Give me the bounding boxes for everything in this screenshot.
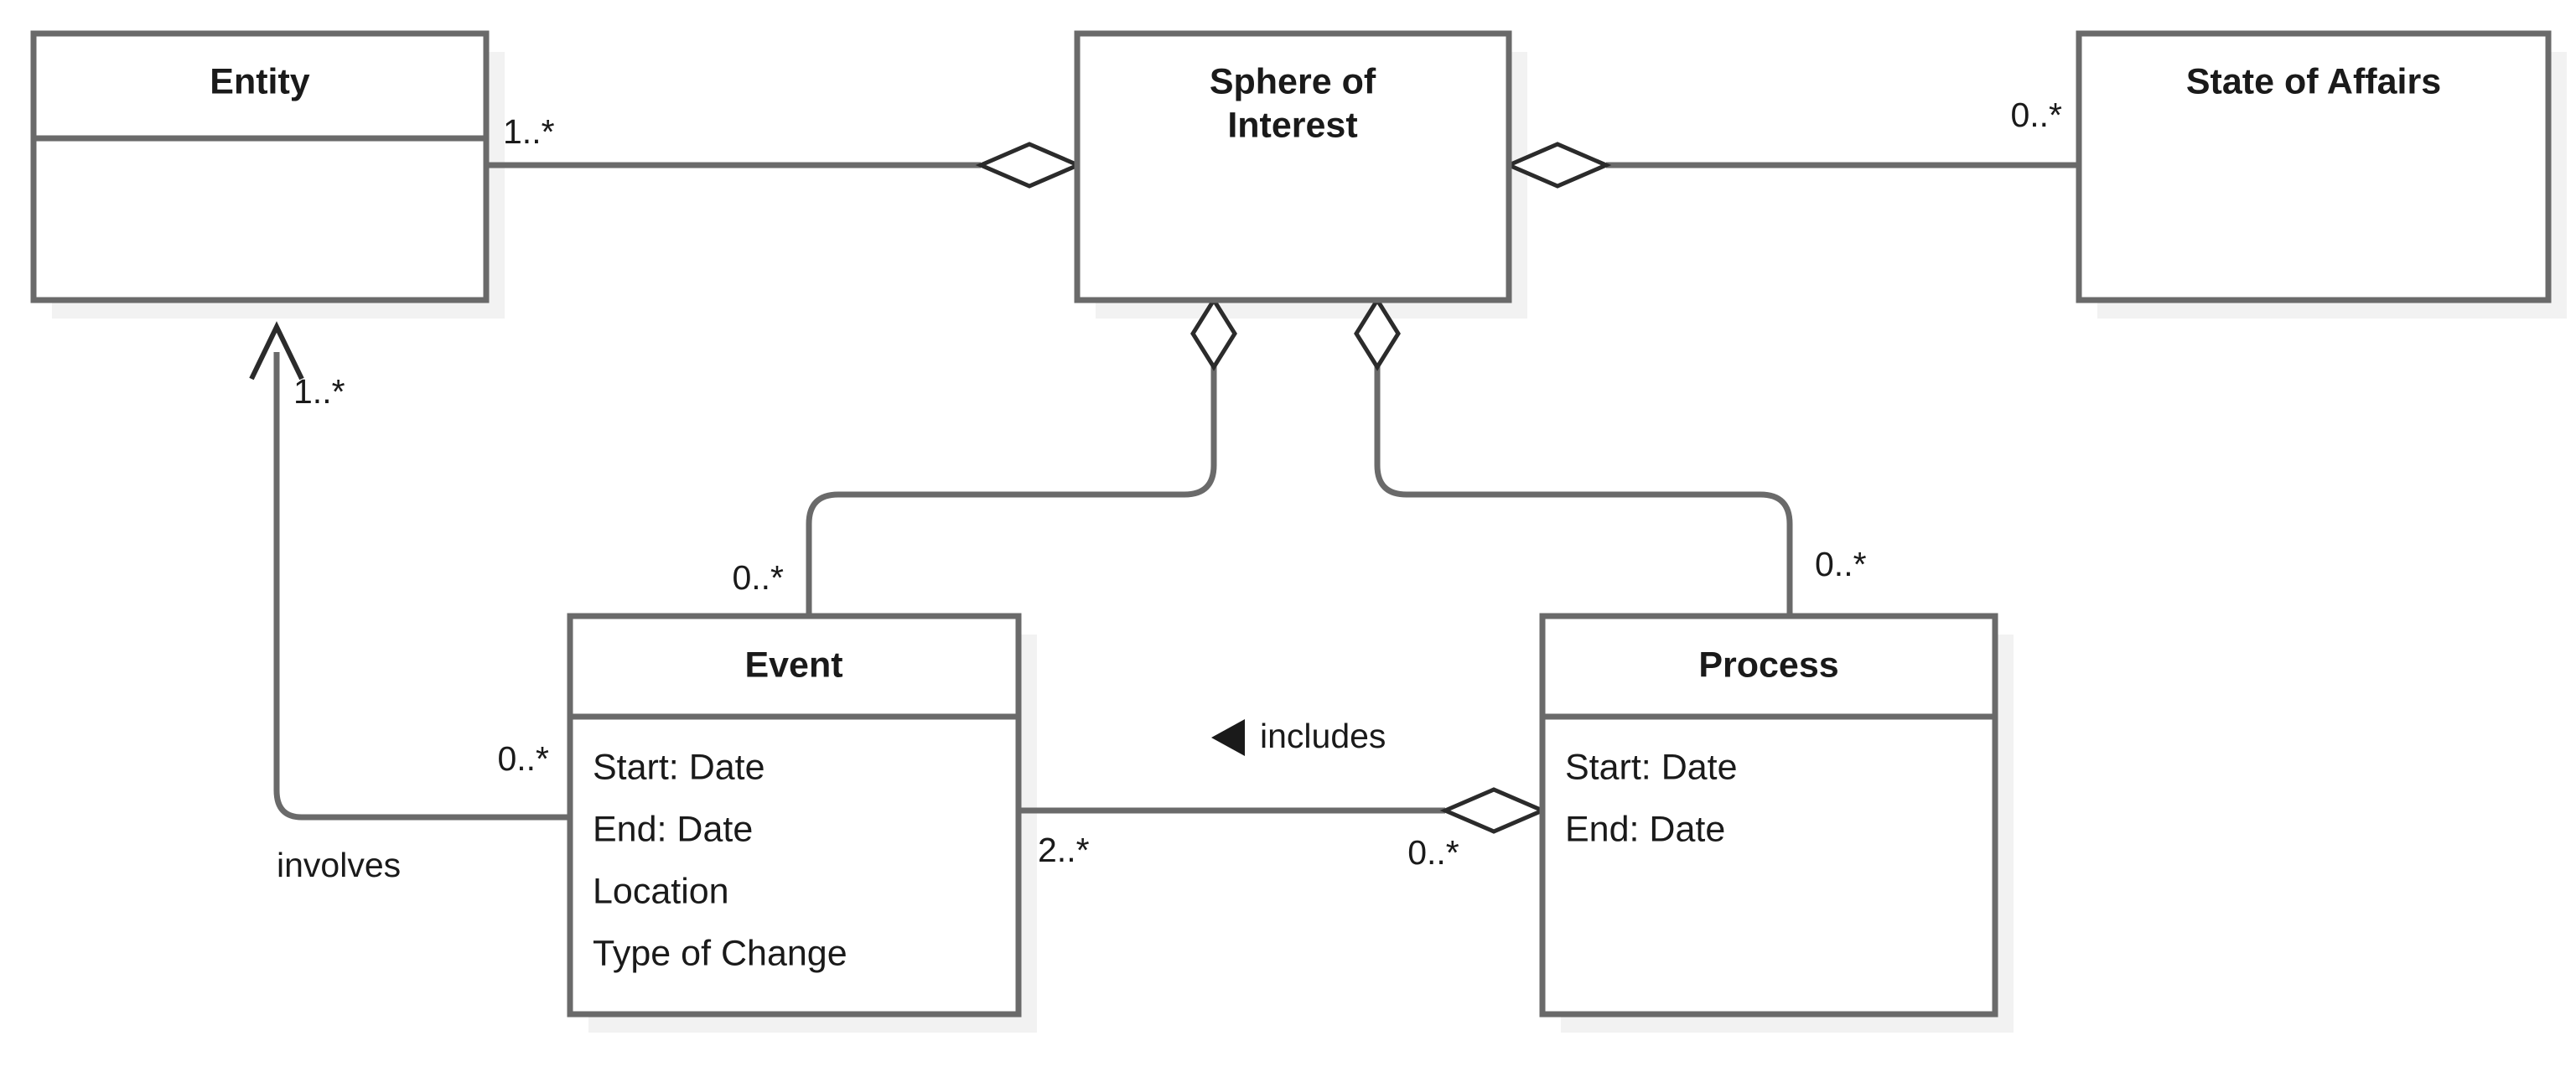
association-label-involves: involves: [277, 846, 401, 884]
class-name-state-of-affairs: State of Affairs: [2186, 61, 2441, 101]
association-sphere-event[interactable]: [806, 296, 1237, 616]
multiplicity-includes-target: 0..*: [1407, 833, 1459, 872]
association-sphere-process[interactable]: [1354, 296, 1793, 616]
entity-outline: [30, 30, 490, 303]
aggregation-diamond-sphere-state: [1503, 142, 1612, 189]
association-sphere-stateofaffairs[interactable]: [1503, 142, 2079, 189]
event-outline: [567, 613, 1022, 1018]
class-name-event: Event: [744, 645, 842, 685]
association-entity-sphere[interactable]: [486, 142, 1084, 189]
class-name-sphere-line1: Sphere of: [1210, 61, 1376, 101]
state-outline: [2076, 30, 2552, 303]
multiplicity-involves-target: 1..*: [293, 372, 345, 411]
class-box-state-of-affairs[interactable]: State of Affairs: [2076, 30, 2552, 303]
event-attribute-type-of-change: Type of Change: [593, 933, 847, 973]
event-attribute-start: Start: Date: [593, 747, 765, 787]
multiplicity-sphere-event-target: 0..*: [732, 558, 784, 597]
aggregation-diamond-sphere-event: [1190, 296, 1237, 371]
multiplicity-includes-source: 2..*: [1038, 831, 1090, 869]
event-attribute-end: End: Date: [593, 809, 753, 849]
edge-involves-line: [273, 352, 570, 821]
class-box-sphere-of-interest[interactable]: Sphere of Interest: [1074, 30, 1512, 303]
class-name-process: Process: [1698, 645, 1838, 685]
association-event-process-includes[interactable]: [1018, 787, 1548, 834]
multiplicity-sphere-state-target: 0..*: [2010, 96, 2062, 134]
process-attribute-start: Start: Date: [1565, 747, 1738, 787]
edge-sphere-process-line: [1374, 366, 1793, 616]
multiplicity-entity-sphere-source: 1..*: [503, 112, 555, 151]
class-box-entity[interactable]: Entity: [30, 30, 490, 303]
direction-triangle-icon-includes: [1211, 719, 1245, 756]
sphere-outline: [1074, 30, 1512, 303]
edge-sphere-event-line: [806, 366, 1217, 616]
process-outline: [1539, 613, 1998, 1018]
association-label-group-includes: includes: [1211, 717, 1386, 756]
class-name-sphere-line2: Interest: [1227, 105, 1357, 145]
multiplicity-sphere-process-target: 0..*: [1815, 545, 1867, 583]
association-label-includes: includes: [1260, 717, 1386, 755]
multiplicity-involves-source: 0..*: [497, 739, 549, 778]
event-attribute-location: Location: [593, 871, 729, 911]
association-event-entity-involves[interactable]: [249, 321, 570, 821]
class-name-entity: Entity: [210, 61, 310, 101]
open-arrowhead-involves: [249, 321, 304, 381]
class-box-event[interactable]: Event Start: Date End: Date Location Typ…: [567, 613, 1022, 1018]
aggregation-diamond-sphere-process: [1354, 296, 1401, 371]
class-box-process[interactable]: Process Start: Date End: Date: [1539, 613, 1998, 1018]
aggregation-diamond-process-includes: [1439, 787, 1548, 834]
aggregation-diamond-sphere-entity: [975, 142, 1084, 189]
process-attribute-end: End: Date: [1565, 809, 1725, 849]
